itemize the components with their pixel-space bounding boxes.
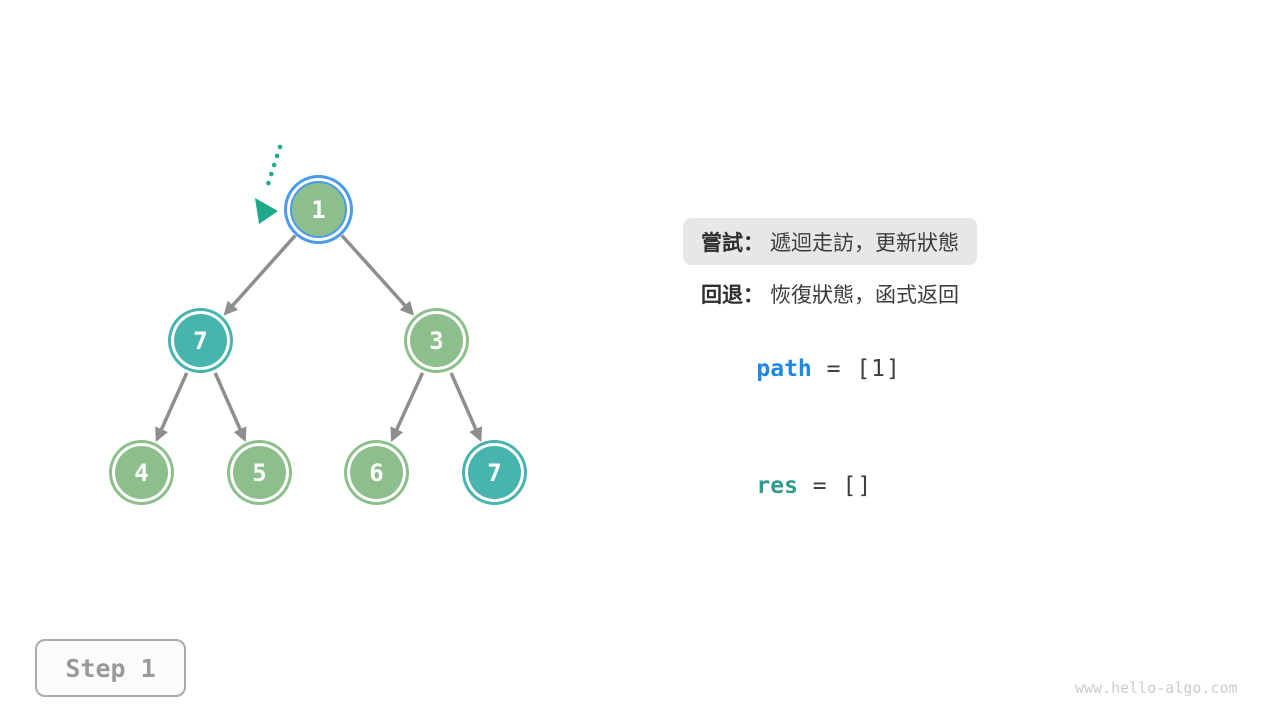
path-variable-value: = [1] [811, 356, 901, 382]
legend-try-label: 嘗試： [701, 231, 764, 255]
edge-7-4 [155, 372, 189, 442]
edge-3-7 [449, 372, 483, 442]
tree-node-7-right: 7 [468, 446, 521, 499]
path-variable-line: path = [1] [701, 330, 901, 408]
res-variable-line: res = [] [701, 447, 872, 525]
path-variable-name: path [756, 356, 812, 382]
edge-3-6 [390, 372, 425, 443]
tree-node-3: 3 [410, 314, 463, 367]
legend-backtrack-label: 回退： [701, 284, 764, 307]
edge-7-5 [213, 372, 247, 442]
tree-node-4: 4 [115, 446, 168, 499]
step-badge: Step 1 [35, 639, 186, 697]
tree-node-6: 6 [350, 446, 403, 499]
legend-backtrack: 回退： 恢復狀態，函式返回 [701, 280, 959, 308]
res-variable-value: = [] [797, 473, 873, 499]
entering-arrow-icon [255, 144, 283, 224]
legend-try: 嘗試： 遞迴走訪，更新狀態 [683, 218, 977, 265]
res-variable-name: res [756, 473, 798, 499]
watermark: www.hello-algo.com [1075, 679, 1238, 697]
tree-node-7-left: 7 [174, 314, 227, 367]
tree-node-root-1: 1 [290, 181, 347, 238]
tree-edges [155, 234, 483, 443]
edge-1-7 [223, 234, 297, 316]
tree-node-5: 5 [233, 446, 286, 499]
legend-backtrack-text: 恢復狀態，函式返回 [770, 284, 959, 307]
edge-1-3 [340, 234, 415, 316]
tree-edges-layer [155, 144, 483, 443]
legend-try-text: 遞迴走訪，更新狀態 [770, 231, 959, 255]
